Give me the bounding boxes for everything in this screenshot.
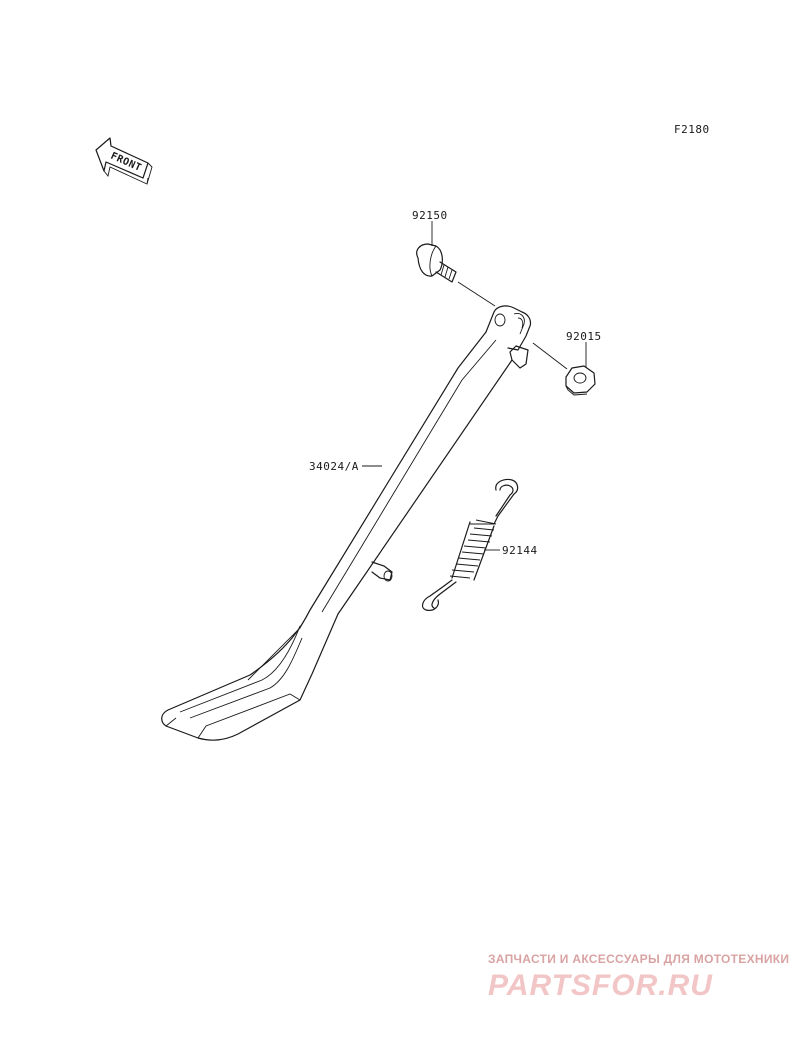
watermark: ЗАПЧАСТИ И АКСЕССУАРЫ ДЛЯ МОТОТЕХНИКИ PA…	[488, 952, 789, 1002]
bolt-92150	[416, 243, 457, 283]
front-arrow-icon: FRONT	[95, 137, 153, 185]
nut-axis	[532, 342, 568, 370]
watermark-logo: PARTSFOR.RU	[488, 969, 713, 1002]
part-label-92144: 92144	[502, 544, 538, 557]
part-label-92150: 92150	[412, 209, 448, 222]
figure-code: F2180	[674, 123, 710, 136]
part-label-34024a: 34024/A	[309, 460, 359, 473]
spring-92144	[421, 478, 519, 611]
nut-92015	[565, 365, 596, 396]
bolt-axis	[457, 281, 496, 307]
side-stand-34024a	[161, 305, 532, 741]
watermark-tagline: ЗАПЧАСТИ И АКСЕССУАРЫ ДЛЯ МОТОТЕХНИКИ	[488, 952, 789, 966]
part-label-92015: 92015	[566, 330, 602, 343]
